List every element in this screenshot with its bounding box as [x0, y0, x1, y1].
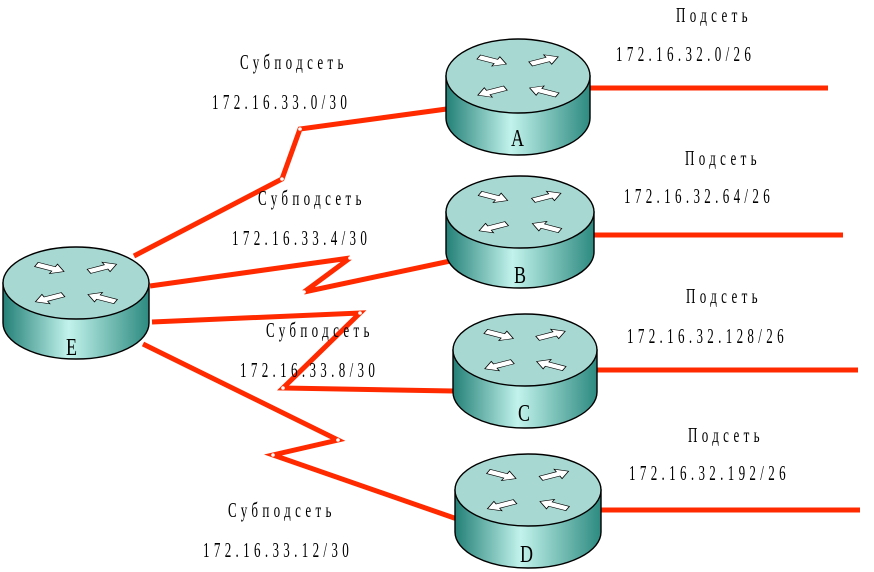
- subsubnet-eb-address: 172.16.33.4/30: [232, 226, 372, 250]
- router-arrow-icon: [86, 261, 118, 274]
- subsubnet-ed-address: 172.16.33.12/30: [203, 538, 354, 562]
- serial-joint-marker: [302, 290, 306, 294]
- router-arrow-icon: [538, 468, 570, 481]
- serial-link-e-a: [132, 105, 455, 259]
- subnet-a-address: 172.16.32.0/26: [616, 42, 756, 66]
- subsubnet-ea-title: Субподсеть: [240, 50, 348, 74]
- router-top: [445, 38, 591, 114]
- subsubnet-ec-address: 172.16.33.8/30: [240, 358, 380, 382]
- subsubnet-eb-title: Субподсеть: [258, 186, 366, 210]
- serial-link-e-b: [149, 255, 456, 295]
- serial-joint-marker: [336, 438, 340, 442]
- subnet-a-title: Подсеть: [676, 3, 752, 27]
- router-arrow-icon: [477, 85, 508, 98]
- subnet-b-title: Подсеть: [685, 146, 761, 170]
- subsubnet-ec-title: Субподсеть: [266, 318, 374, 342]
- router-arrow-icon: [87, 292, 119, 304]
- subnet-d-title: Подсеть: [688, 423, 764, 447]
- links: [132, 85, 860, 523]
- router-arrow-icon: [531, 221, 563, 233]
- subnet-d-address: 172.16.32.192/26: [629, 461, 790, 485]
- router-d-letter: D: [520, 541, 533, 568]
- router-c-letter: C: [518, 400, 530, 427]
- subnet-c-address: 172.16.32.128/26: [627, 324, 788, 348]
- serial-joint-marker: [280, 177, 284, 181]
- router-arrow-icon: [484, 359, 515, 372]
- router-arrow-icon: [535, 359, 567, 371]
- router-arrow-icon: [535, 328, 566, 341]
- subnet-c-title: Подсеть: [686, 284, 762, 308]
- serial-joint-marker: [358, 311, 362, 315]
- router-arrow-icon: [528, 85, 560, 98]
- router-e-letter: E: [66, 334, 77, 361]
- serial-joint-marker: [348, 256, 352, 260]
- router-top: [2, 246, 150, 320]
- subsubnet-ea-address: 172.16.33.0/30: [212, 90, 352, 114]
- routers: A B C D E: [2, 38, 602, 569]
- router-d: D: [454, 453, 602, 569]
- router-arrow-icon: [477, 191, 509, 203]
- router-top: [452, 313, 598, 387]
- router-arrow-icon: [483, 329, 515, 341]
- serial-link-e-c: [151, 310, 454, 394]
- router-c: C: [452, 313, 598, 429]
- router-arrow-icon: [486, 499, 518, 512]
- serial-joint-marker: [281, 386, 285, 390]
- router-a-letter: A: [511, 125, 525, 152]
- router-arrow-icon: [485, 469, 517, 481]
- router-arrow-icon: [528, 54, 559, 67]
- router-a: A: [445, 38, 591, 156]
- router-arrow-icon: [34, 292, 66, 305]
- serial-link-e-d: [141, 341, 461, 523]
- router-e: E: [2, 246, 150, 361]
- router-arrow-icon: [478, 221, 510, 234]
- router-b-letter: B: [514, 262, 526, 289]
- router-arrow-icon: [530, 190, 562, 203]
- router-arrow-icon: [33, 262, 65, 274]
- serial-joint-marker: [271, 453, 275, 457]
- router-arrow-icon: [539, 499, 571, 511]
- router-b: B: [445, 175, 595, 289]
- subsubnet-ed-title: Субподсеть: [228, 498, 336, 522]
- router-top: [454, 453, 602, 527]
- router-arrow-icon: [476, 54, 508, 67]
- serial-joint-marker: [298, 127, 302, 131]
- subnet-b-address: 172.16.32.64/26: [624, 184, 775, 208]
- router-top: [445, 175, 595, 249]
